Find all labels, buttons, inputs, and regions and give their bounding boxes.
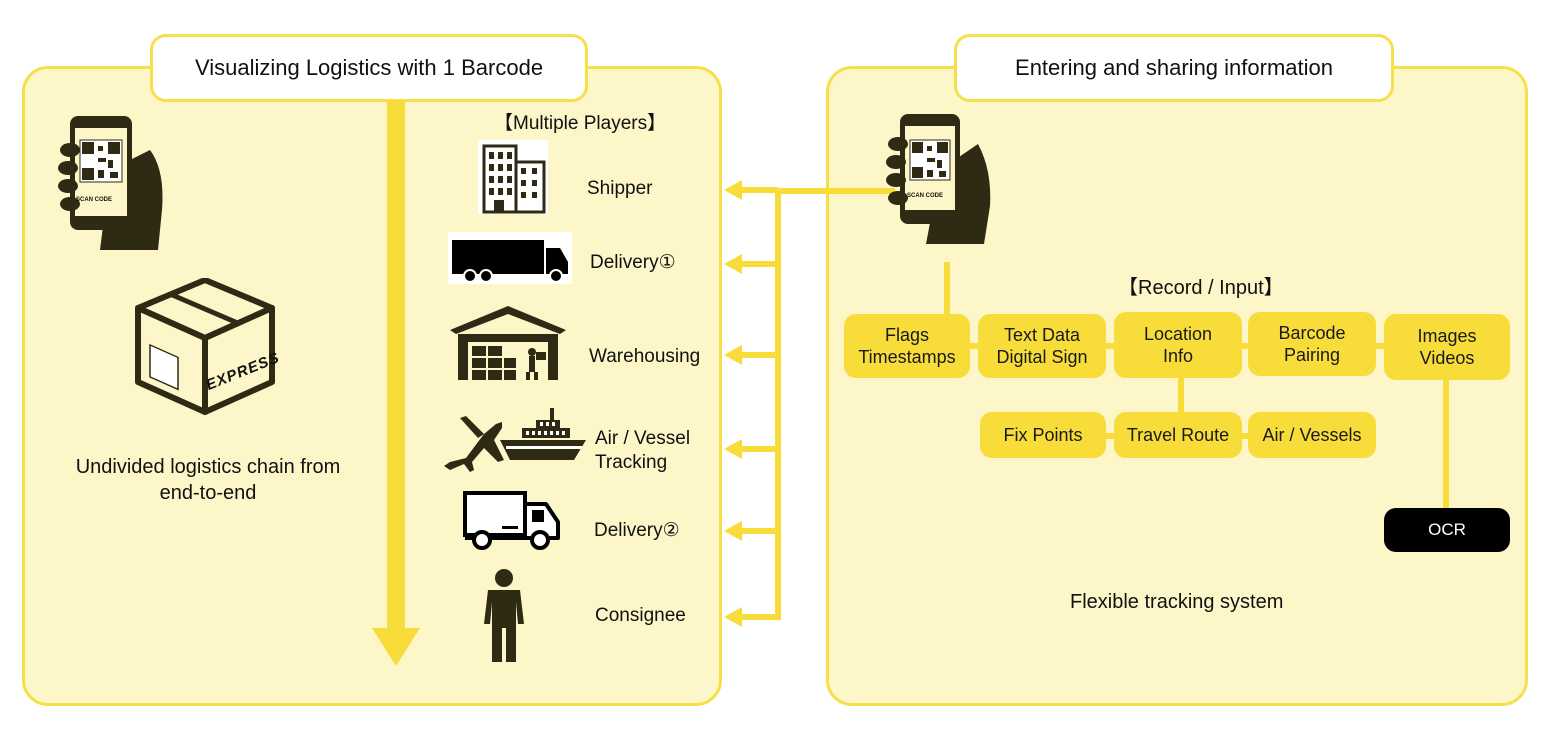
- left-panel-title: Visualizing Logistics with 1 Barcode: [150, 34, 588, 102]
- phone-label-right: SCAN CODE: [907, 193, 944, 199]
- player-delivery-1: Delivery①: [590, 252, 676, 273]
- phone-label: SCAN CODE: [76, 197, 113, 203]
- plane-ship-icon: [444, 408, 586, 472]
- delivery-truck-icon: [463, 491, 560, 550]
- player-air-vessel-line2: Tracking: [595, 452, 668, 473]
- air-vessels-box: Air / Vessels: [1248, 412, 1376, 458]
- right-caption: Flexible tracking system: [1070, 591, 1284, 613]
- right-panel-title: Entering and sharing information: [954, 34, 1394, 102]
- location-line2: Info: [1162, 346, 1194, 366]
- chain-caption: Undivided logistics chain from end-to-en…: [50, 454, 366, 506]
- record-heading: 【Record / Input】: [1118, 277, 1284, 299]
- images-line1: Images: [1417, 326, 1477, 346]
- player-delivery-2: Delivery②: [594, 520, 680, 541]
- player-air-vessel-line1: Air / Vessel: [595, 428, 691, 449]
- images-line2: Videos: [1419, 348, 1475, 368]
- express-box-icon: [135, 278, 275, 415]
- location-line1: Location: [1143, 324, 1213, 344]
- ocr-box: OCR: [1384, 508, 1510, 552]
- barcode-line1: Barcode: [1278, 323, 1346, 343]
- phone-scan-icon-right: [886, 114, 991, 244]
- flags-line1: Flags: [884, 325, 929, 345]
- fix-points-box: Fix Points: [980, 412, 1106, 458]
- chain-caption-line2: end-to-end: [159, 482, 257, 504]
- warehouse-icon: [450, 306, 566, 380]
- person-icon: [484, 569, 524, 662]
- building-icon: [478, 140, 548, 214]
- text-data-line2: Digital Sign: [996, 347, 1088, 367]
- text-data-line1: Text Data: [1003, 325, 1081, 345]
- phone-scan-icon: [58, 116, 163, 250]
- travel-route-box: Travel Route: [1114, 412, 1242, 458]
- chain-caption-line1: Undivided logistics chain from: [75, 456, 341, 478]
- player-consignee: Consignee: [595, 605, 686, 626]
- barcode-line2: Pairing: [1283, 345, 1340, 365]
- players-heading: 【Multiple Players】: [494, 113, 667, 134]
- flags-line2: Timestamps: [858, 347, 956, 367]
- player-warehousing: Warehousing: [589, 346, 701, 367]
- semi-truck-icon: [448, 232, 572, 284]
- player-shipper: Shipper: [587, 178, 653, 199]
- player-air-vessel: Air / Vessel Tracking: [595, 427, 690, 475]
